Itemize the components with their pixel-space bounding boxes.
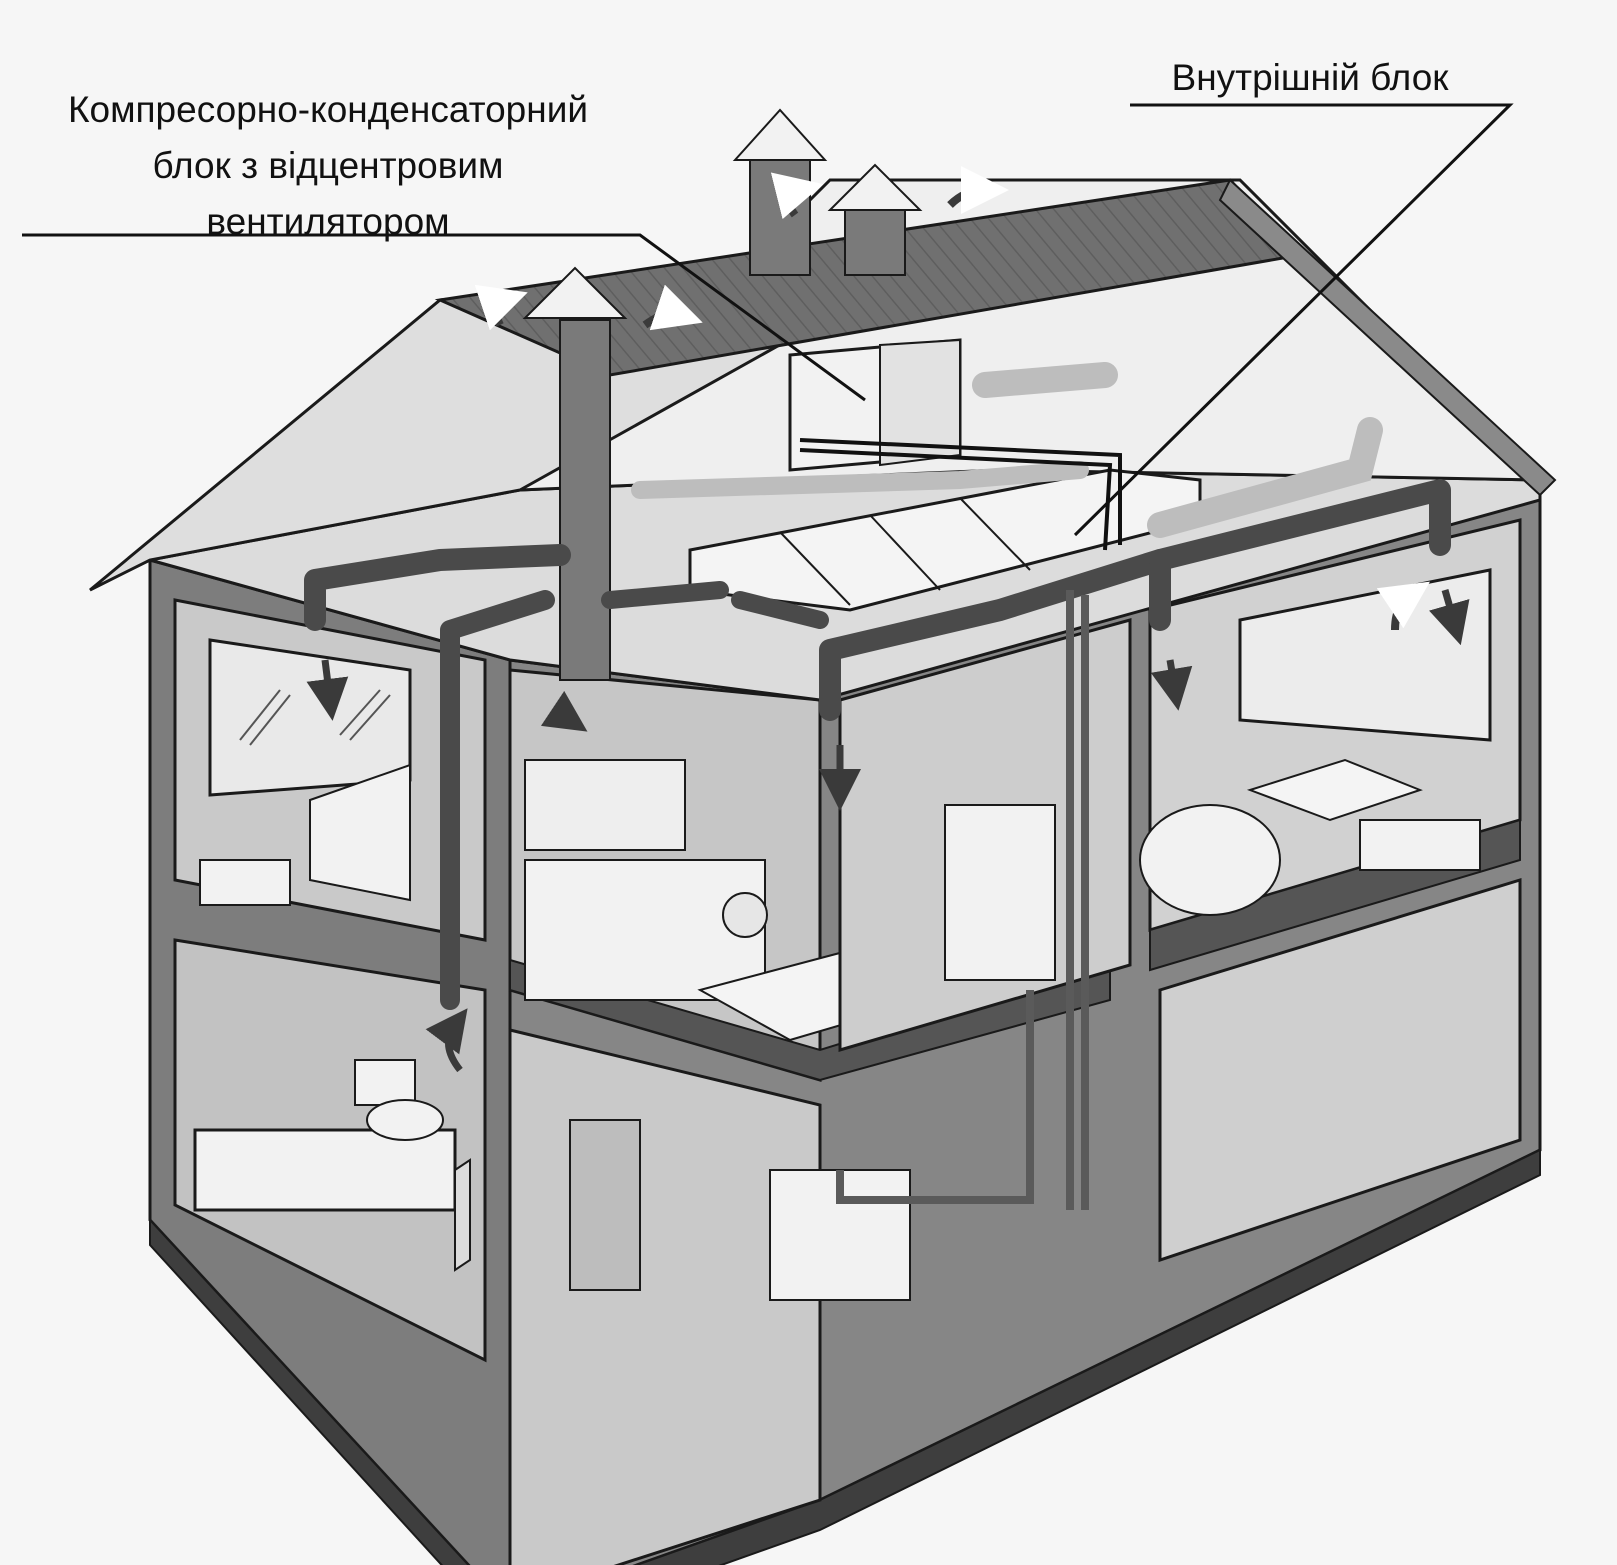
fresh-air-duct — [631, 362, 1383, 538]
leader-line-condenser — [22, 233, 866, 402]
bedroom-radiator — [199, 859, 291, 906]
chimney-left-cap — [732, 108, 828, 161]
condenser-unit-label: Компресорно-конденсаторний блок з відцен… — [28, 82, 628, 250]
kitchen-counter — [524, 859, 766, 1001]
exhaust-arrows — [474, 166, 1430, 631]
airflow-arrows — [306, 589, 1470, 1073]
armchair — [1139, 804, 1281, 916]
living-room-radiator — [1359, 819, 1481, 871]
refrigerator — [944, 804, 1056, 981]
chimney-right — [844, 204, 906, 276]
basement-door — [569, 1119, 641, 1291]
toilet-tank — [354, 1059, 416, 1106]
heating-pipes — [836, 590, 1089, 1210]
condenser-label-line: блок з відцентровим — [152, 145, 504, 186]
basement-right-interior — [1158, 877, 1522, 1263]
leader-line-indoor-unit — [1073, 103, 1514, 537]
chimney-left — [749, 154, 811, 276]
vent-stack — [559, 319, 611, 681]
vent-stack-cap — [522, 266, 628, 319]
bathtub — [193, 1128, 457, 1212]
indoor-unit-label: Внутрішній блок — [1171, 57, 1449, 98]
bed — [309, 763, 411, 902]
toilet-bowl — [366, 1099, 444, 1141]
supply-duct-network — [304, 479, 1451, 1010]
kitchen-wall-cabinets — [524, 759, 686, 851]
ground-slab — [149, 1148, 1541, 1565]
condenser-label-line: Компресорно-конденсаторний — [67, 89, 589, 130]
coffee-table — [1246, 758, 1423, 822]
refrigerant-lines — [799, 438, 1122, 551]
roof-right-edge — [1218, 178, 1557, 497]
chimney-right-cap — [827, 163, 923, 211]
condenser-label-line: вентилятором — [206, 201, 450, 242]
